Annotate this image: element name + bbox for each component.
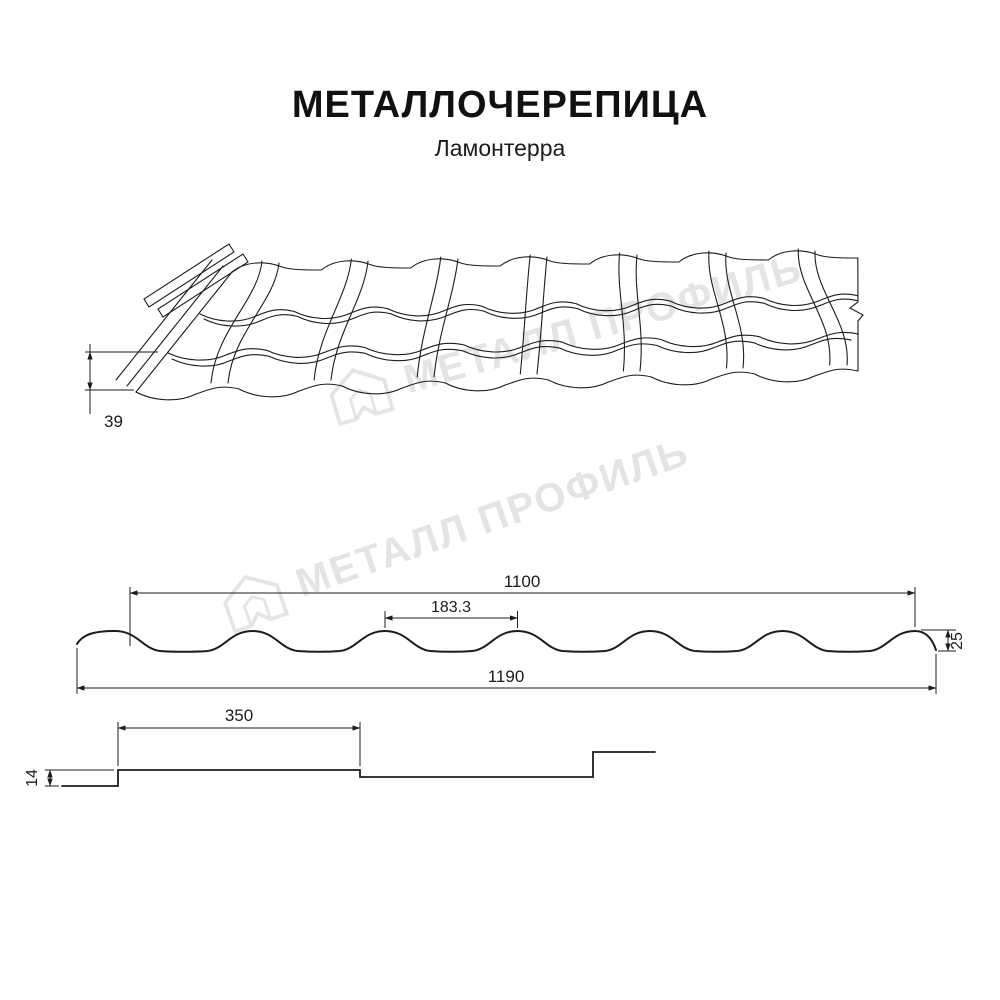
dim-label-step-length: 350 — [225, 706, 253, 725]
page-subtitle: Ламонтерра — [434, 135, 566, 161]
dim-label-step-height: 14 — [24, 769, 41, 787]
row-step-line — [199, 293, 859, 322]
step-profile-curve — [61, 751, 656, 787]
sheet-top-edge — [231, 250, 859, 273]
row-step-shadow — [203, 298, 859, 327]
row-step-line — [167, 331, 859, 361]
perspective-drawing — [115, 243, 864, 401]
sheet-left-edge — [115, 243, 249, 393]
profile-drawing — [76, 629, 937, 653]
profile-dimensions — [76, 587, 956, 694]
sheet-right-edge — [848, 257, 864, 372]
dim-label-wave-pitch: 183.3 — [431, 599, 471, 616]
row-step-shadow — [171, 337, 852, 367]
dim-label-profile-height: 25 — [949, 632, 966, 650]
dim-label-overall-width: 1190 — [488, 667, 525, 686]
header: МЕТАЛЛОЧЕРЕПИЦА Ламонтерра — [0, 84, 1000, 162]
sheet-bottom-edge — [135, 368, 859, 401]
dim-label-cover-width: 1100 — [504, 572, 541, 591]
dim-label-edge-height: 39 — [104, 412, 123, 431]
side-profile-drawing — [61, 751, 656, 787]
page-title: МЕТАЛЛОЧЕРЕПИЦА — [291, 84, 709, 126]
dimension-edge-height — [85, 344, 158, 414]
side-profile-dimensions — [45, 722, 361, 787]
profile-curve — [76, 629, 937, 653]
wave-ridges — [210, 248, 848, 384]
